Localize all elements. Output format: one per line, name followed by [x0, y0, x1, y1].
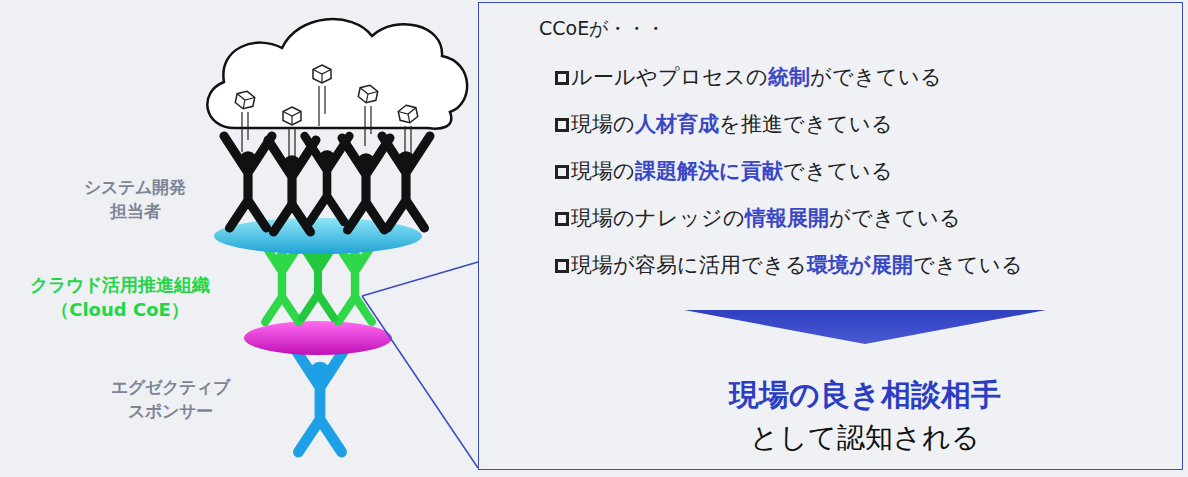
- person: [224, 136, 272, 228]
- check-item: 現場が容易に活用できる環境が展開できている: [555, 253, 1023, 278]
- conclusion-text: として認知される: [750, 421, 980, 455]
- fall-line: [294, 128, 295, 156]
- item-text: 現場の人材育成を推進できている: [571, 112, 893, 136]
- fall-line: [364, 106, 365, 146]
- fall-line: [370, 106, 371, 134]
- callout-heading: CCoEが・・・: [539, 17, 665, 40]
- checkbox: [555, 212, 569, 226]
- box-edge: [234, 94, 254, 111]
- down-arrow: [479, 308, 1184, 348]
- role-label: エグゼクティブ スポンサー: [104, 376, 236, 424]
- item-text: 現場が容易に活用できる環境が展開できている: [571, 253, 1023, 277]
- item-text: 現場の良き相談相手: [729, 377, 1001, 412]
- check-item: ルールやプロセスの統制ができている: [555, 65, 942, 90]
- fall-line: [318, 86, 319, 126]
- box-icon: [283, 107, 301, 125]
- item-text: 現場のナレッジの情報展開ができている: [571, 206, 961, 230]
- person: [305, 136, 350, 222]
- box-icon: [234, 89, 255, 110]
- box-edge: [283, 112, 301, 126]
- fall-line: [241, 112, 242, 152]
- check-item: 現場の人材育成を推進できている: [555, 112, 893, 137]
- check-item: 現場のナレッジの情報展開ができている: [555, 206, 961, 231]
- check-item: 現場の課題解決に貢献できている: [555, 159, 893, 184]
- leader-line: [362, 262, 478, 296]
- box-edge: [313, 70, 331, 84]
- role-label: クラウド活用推進組織 （Cloud CoE）: [20, 272, 220, 322]
- role-label: システム開発 担当者: [80, 176, 190, 224]
- item-text: 現場の課題解決に貢献できている: [571, 159, 893, 183]
- box-icon: [313, 65, 331, 83]
- person: [292, 344, 348, 452]
- fall-line: [410, 126, 411, 154]
- callout-box: CCoEが・・・ルールやプロセスの統制ができている現場の人材育成を推進できている…: [478, 2, 1183, 470]
- item-text: として認知される: [750, 421, 980, 454]
- leader-line: [362, 296, 478, 468]
- checkbox: [555, 118, 569, 132]
- box-edge: [357, 88, 377, 105]
- checkbox: [555, 71, 569, 85]
- item-text: CCoEが・・・: [539, 17, 665, 39]
- box-edge: [398, 108, 418, 125]
- conclusion-text: 現場の良き相談相手: [729, 377, 1001, 413]
- item-text: ルールやプロセスの統制ができている: [571, 65, 942, 89]
- magenta-disc: [244, 321, 392, 355]
- fall-line: [324, 86, 325, 114]
- fall-line: [247, 112, 248, 140]
- person: [342, 138, 390, 230]
- checkbox: [555, 165, 569, 179]
- box-icon: [357, 83, 378, 104]
- cloud: [207, 19, 467, 129]
- person: [382, 136, 430, 228]
- box-icon: [397, 103, 418, 124]
- people: [214, 136, 430, 452]
- checkbox: [555, 259, 569, 273]
